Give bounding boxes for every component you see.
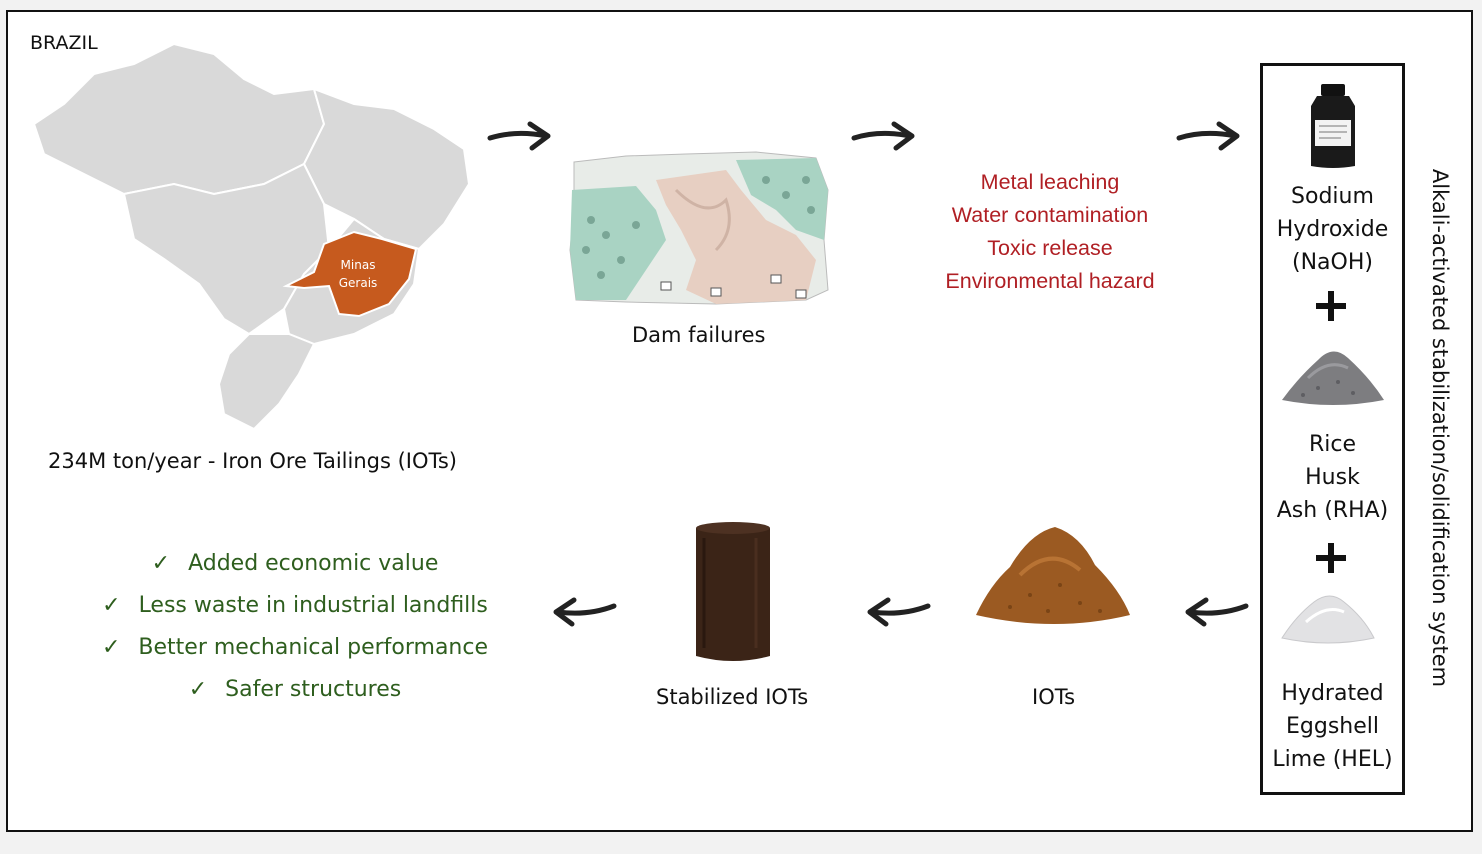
component-line: (NaOH) bbox=[1292, 250, 1373, 275]
benefit-item: ✓ Less waste in industrial landfills bbox=[60, 593, 530, 618]
hazard-item: Water contamination bbox=[951, 203, 1149, 227]
component-line: Husk bbox=[1305, 465, 1360, 490]
map-south-region bbox=[217, 333, 316, 431]
minas-gerais-region bbox=[282, 230, 418, 318]
ash-pile-icon bbox=[1282, 351, 1384, 405]
iot-pile-icon bbox=[976, 527, 1130, 624]
stabilized-cylinder-icon bbox=[696, 522, 770, 661]
plus-icon bbox=[1313, 288, 1349, 324]
checkmark-icon: ✓ bbox=[102, 593, 121, 618]
benefit-label: Less waste in industrial landfills bbox=[138, 593, 488, 618]
hazard-item: Toxic release bbox=[987, 236, 1113, 260]
country-label: BRAZIL bbox=[30, 32, 98, 54]
benefit-item: ✓ Added economic value bbox=[60, 551, 530, 576]
benefit-label: Added economic value bbox=[188, 551, 439, 576]
component-line: Sodium bbox=[1291, 184, 1374, 209]
stabilization-system-box bbox=[1260, 63, 1405, 795]
benefit-label: Safer structures bbox=[225, 677, 402, 702]
component-hel: Hydrated Eggshell Lime (HEL) bbox=[1260, 677, 1405, 776]
hazard-item: Metal leaching bbox=[980, 170, 1120, 194]
arrow-left-icon bbox=[553, 597, 617, 627]
brazil-map: Minas Gerais bbox=[32, 42, 471, 431]
dam-failures-caption: Dam failures bbox=[632, 323, 766, 347]
component-line: Ash (RHA) bbox=[1276, 498, 1389, 523]
region-label-line1: Minas bbox=[341, 258, 376, 272]
hazards-list: Metal leaching Water contamination Toxic… bbox=[900, 166, 1200, 298]
component-line: Hydroxide bbox=[1276, 217, 1389, 242]
component-line: Lime (HEL) bbox=[1272, 747, 1393, 772]
arrow-right-icon bbox=[851, 121, 915, 151]
white-powder-icon bbox=[1281, 595, 1375, 644]
arrow-left-icon bbox=[867, 597, 931, 627]
component-line: Eggshell bbox=[1286, 714, 1379, 739]
benefit-label: Better mechanical performance bbox=[138, 635, 488, 660]
checkmark-icon: ✓ bbox=[151, 551, 171, 576]
system-title: Alkali-activated stabilization/solidific… bbox=[1428, 168, 1452, 688]
hazard-item: Environmental hazard bbox=[945, 269, 1155, 293]
arrow-right-icon bbox=[1176, 121, 1240, 151]
plus-icon bbox=[1313, 540, 1349, 576]
component-naoh: Sodium Hydroxide (NaOH) bbox=[1260, 180, 1405, 279]
map-north-region bbox=[32, 42, 326, 196]
checkmark-icon: ✓ bbox=[188, 677, 208, 702]
arrow-right-icon bbox=[487, 121, 551, 151]
bottle-icon bbox=[1311, 84, 1355, 168]
component-line: Rice bbox=[1308, 432, 1357, 457]
checkmark-icon: ✓ bbox=[101, 635, 121, 660]
region-label-line2: Gerais bbox=[339, 276, 378, 290]
iot-production-caption: 234M ton/year - Iron Ore Tailings (IOTs) bbox=[48, 449, 457, 473]
component-line: Hydrated bbox=[1281, 681, 1384, 706]
map-northeast-region bbox=[302, 87, 471, 251]
benefit-item: ✓ Better mechanical performance bbox=[60, 635, 530, 660]
dam-failure-illustration bbox=[569, 151, 829, 305]
system-title-vertical: Alkali-activated stabilization/solidific… bbox=[1420, 154, 1460, 702]
iots-caption: IOTs bbox=[1032, 685, 1076, 709]
component-rha: Rice Husk Ash (RHA) bbox=[1260, 428, 1405, 527]
stabilized-iots-caption: Stabilized IOTs bbox=[656, 685, 809, 709]
arrow-left-icon bbox=[1185, 597, 1249, 627]
benefit-item: ✓ Safer structures bbox=[60, 677, 530, 702]
